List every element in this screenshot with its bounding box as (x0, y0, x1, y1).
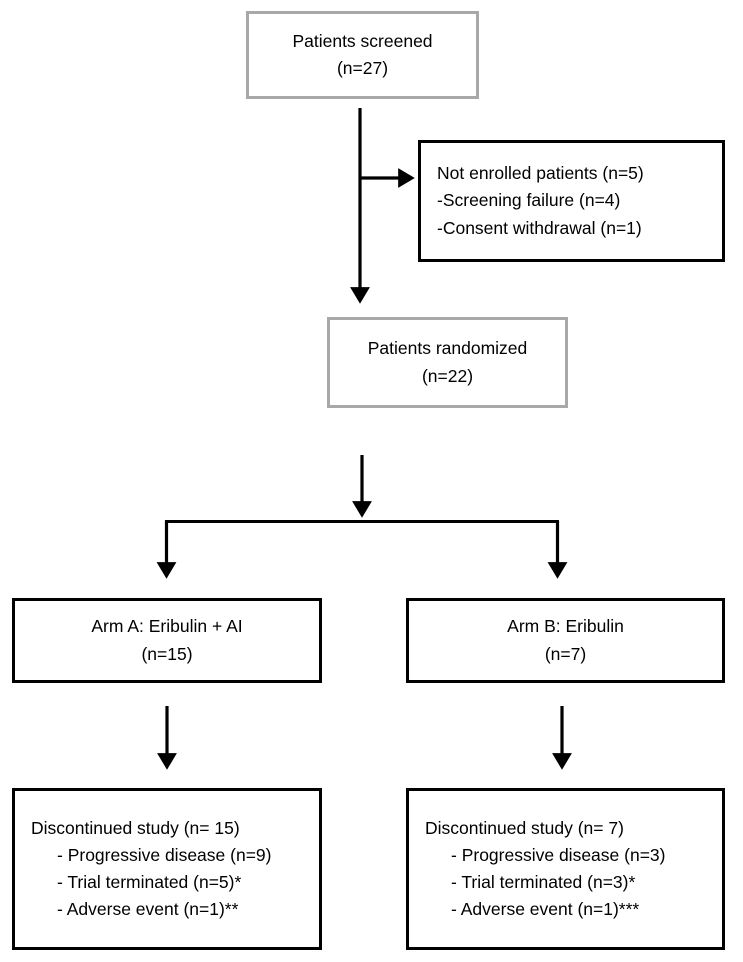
node-discontinued-arm-b: Discontinued study (n= 7) - Progressive … (406, 788, 725, 950)
node-not-enrolled-line-2: -Screening failure (n=4) (437, 190, 621, 211)
node-patients-randomized: Patients randomized (n=22) (327, 317, 568, 408)
node-discontinued-arm-b-line-1: Discontinued study (n= 7) (425, 817, 624, 838)
node-patients-screened-line-1: Patients screened (292, 30, 433, 51)
node-arm-a: Arm A: Eribulin + AI (n=15) (12, 598, 322, 683)
node-discontinued-arm-a-line-3: - Trial terminated (n=5)* (57, 872, 242, 892)
node-arm-b-line-2: (n=7) (544, 643, 587, 664)
node-not-enrolled: Not enrolled patients (n=5) -Screening f… (418, 140, 725, 262)
node-patients-screened: Patients screened (n=27) (246, 11, 479, 99)
node-arm-b: Arm B: Eribulin (n=7) (406, 598, 725, 683)
node-discontinued-arm-b-line-4: - Adverse event (n=1)*** (451, 899, 640, 920)
node-arm-a-line-1: Arm A: Eribulin + AI (91, 616, 243, 637)
node-not-enrolled-line-3: -Consent withdrawal (n=1) (437, 217, 642, 238)
node-patients-randomized-line-1: Patients randomized (367, 338, 528, 359)
node-arm-a-line-2: (n=15) (141, 643, 193, 664)
node-patients-screened-line-2: (n=27) (336, 58, 389, 78)
node-not-enrolled-line-1: Not enrolled patients (n=5) (437, 163, 644, 184)
node-discontinued-arm-a-line-1: Discontinued study (n= 15) (31, 817, 240, 838)
node-patients-randomized-line-2: (n=22) (421, 365, 474, 386)
node-discontinued-arm-b-line-2: - Progressive disease (n=3) (451, 844, 666, 865)
node-discontinued-arm-a: Discontinued study (n= 15) - Progressive… (12, 788, 322, 950)
node-arm-b-line-1: Arm B: Eribulin (507, 616, 624, 637)
node-discontinued-arm-a-line-4: - Adverse event (n=1)** (57, 899, 239, 920)
node-discontinued-arm-b-line-3: - Trial terminated (n=3)* (451, 872, 636, 892)
node-discontinued-arm-a-line-2: - Progressive disease (n=9) (57, 844, 272, 865)
